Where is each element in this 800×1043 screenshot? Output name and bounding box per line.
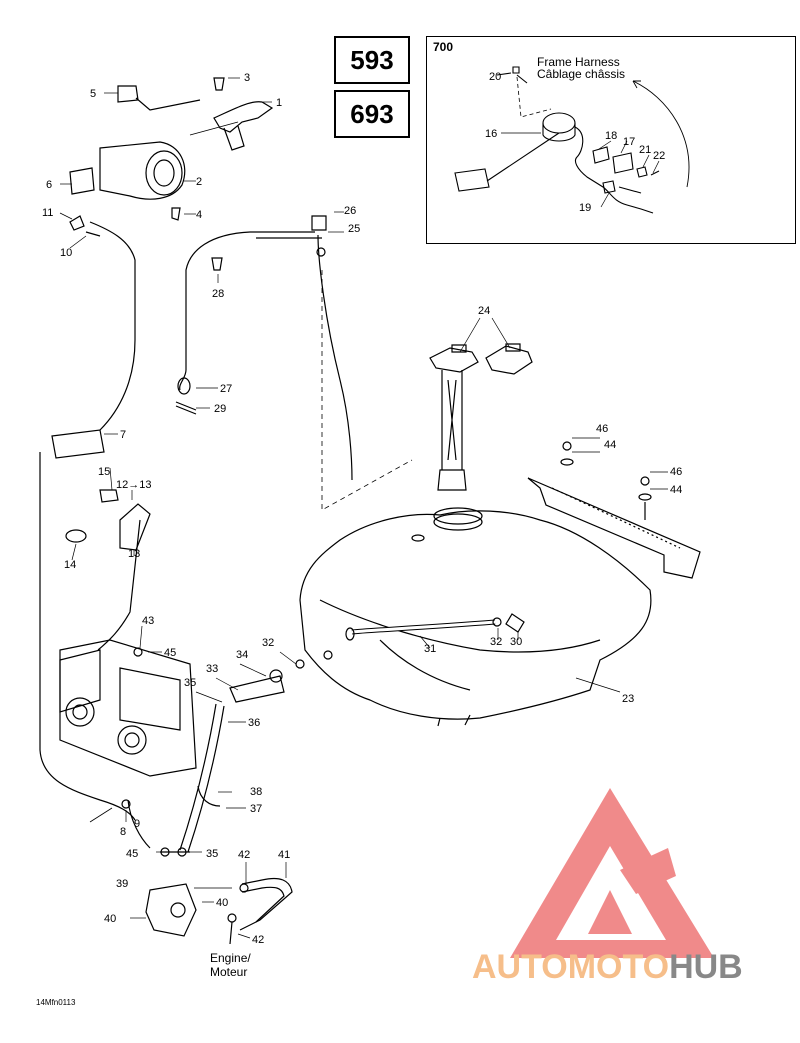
carburetor-assembly [59,639,197,777]
callout-29: 29 [214,403,226,415]
callout-18: 18 [605,130,617,142]
callout-40a: 40 [104,913,116,925]
callout-28: 28 [212,288,224,300]
callout-12: 12→13 [116,479,151,491]
harness-label-en: Frame Harness [537,55,620,69]
callout-32a: 32 [262,637,274,649]
callout-45a: 45 [164,647,176,659]
callout-46a: 46 [596,423,608,435]
callout-27: 27 [220,383,232,395]
callout-25: 25 [348,223,360,235]
reference-code: 14Mfn0113 [36,998,76,1007]
callout-41: 41 [278,849,290,861]
throttle-lever [213,101,274,133]
callout-14: 14 [64,559,76,571]
throttle-cable [89,221,136,431]
callout-42a: 42 [238,849,250,861]
callout-23: 23 [622,693,634,705]
callout-36: 36 [248,717,260,729]
callout-22: 22 [653,150,665,162]
engine-label-en: Engine/ [210,951,251,965]
callout-3: 3 [244,72,250,84]
callout-10: 10 [60,247,72,259]
callout-7: 7 [120,429,126,441]
callout-32b: 32 [490,636,502,648]
callout-15: 15 [98,466,110,478]
callout-35b: 35 [206,848,218,860]
inset-id: 700 [433,40,454,54]
wordmark-part1: AUTOMOTO [472,948,670,986]
callout-40b: 40 [216,897,228,909]
harness-label-fr: Câblage châssis [537,67,625,81]
automotohub-wordmark: AUTOMOTOHUB [472,948,743,987]
callout-17: 17 [623,136,635,148]
callout-35a: 35 [184,677,196,689]
callout-42b: 42 [252,934,264,946]
engine-label-fr: Moteur [210,965,247,979]
fuel-tank [299,510,652,720]
fuel-pump [145,883,197,937]
callout-44a: 44 [604,439,616,451]
callout-24: 24 [478,305,490,317]
inset-700: 700 F [426,36,796,244]
callout-45b: 45 [126,848,138,860]
callout-33: 33 [206,663,218,675]
callout-11: 11 [42,207,53,219]
wordmark-part2: HUB [669,948,743,986]
throttle-housing [99,141,186,200]
callout-26: 26 [344,205,356,217]
fuel-line-25 [317,234,353,481]
callout-21: 21 [639,144,651,156]
callout-38: 38 [250,786,262,798]
automotohub-logo [510,788,714,958]
model-box-693: 693 [334,90,410,138]
callout-46b: 46 [670,466,682,478]
callout-39: 39 [116,878,128,890]
callout-4: 4 [196,209,202,221]
callout-13: 13 [128,548,140,560]
callout-16: 16 [485,128,497,140]
callout-1: 1 [276,97,282,109]
callout-19: 19 [579,202,591,214]
fuel-gauge-tube [441,370,463,470]
callout-5: 5 [90,88,96,100]
callout-6: 6 [46,179,52,191]
callout-31: 31 [424,643,436,655]
callout-20: 20 [489,71,501,83]
model-box-593: 593 [334,36,410,84]
tank-bracket [527,477,701,579]
callout-30: 30 [510,636,522,648]
callout-34: 34 [236,649,248,661]
callout-2: 2 [196,176,202,188]
callout-43: 43 [142,615,154,627]
callout-37: 37 [250,803,262,815]
callout-8: 8 [120,826,126,838]
callout-44b: 44 [670,484,682,496]
inset-drawing: Frame Harness Câblage châssis 20 16 18 1… [454,55,690,214]
callout-9: 9 [134,818,140,830]
